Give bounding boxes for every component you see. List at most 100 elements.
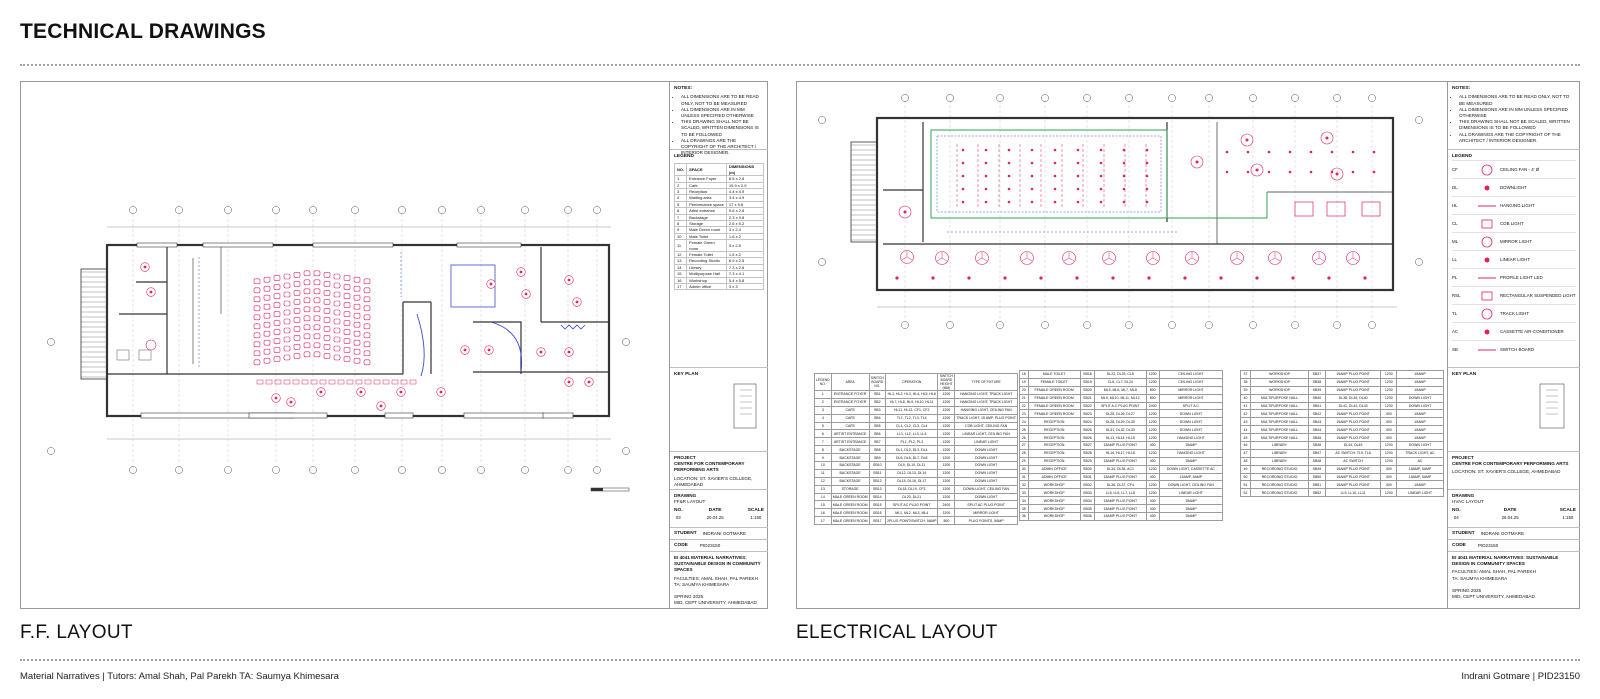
downlight	[961, 200, 965, 204]
table-cell: AC SWITCH, TL5, TL6	[1324, 448, 1382, 458]
table-cell: SB17	[868, 516, 887, 526]
table-cell: 15AMP	[1396, 480, 1444, 490]
table-cell: 11	[814, 468, 832, 478]
table-cell: 52	[1240, 488, 1251, 498]
grid-bubble	[1125, 94, 1133, 102]
wc-fixture	[138, 349, 152, 361]
table-cell: PL1, PL2, PL3	[885, 437, 939, 447]
table-cell: ADMIN OFFICE	[1027, 472, 1081, 482]
auditorium-seat	[293, 299, 301, 305]
scale-bar-fill	[591, 488, 603, 491]
table-cell: SB49	[1308, 464, 1326, 474]
table-cell: 400	[1380, 433, 1398, 443]
auditorium-seat	[363, 341, 371, 348]
table-cell: WORKSHOP	[1249, 377, 1310, 387]
fixture-legend-row: CF CEILING FAN - 4' Ø	[1452, 160, 1576, 178]
downlight	[1145, 148, 1149, 152]
fixture-code: AC	[1452, 329, 1459, 334]
downlight	[1363, 276, 1367, 280]
auditorium-seat	[273, 329, 281, 335]
table-cell: 15AMP PLUG POINT	[1324, 425, 1382, 435]
table-cell: SB46	[1308, 441, 1326, 450]
window	[248, 412, 328, 419]
grid-bubble	[946, 94, 954, 102]
auditorium-seat	[273, 302, 281, 308]
term: SPRING 2025	[1452, 587, 1482, 593]
ceiling-fan	[1346, 251, 1360, 265]
table-cell: LL1, LL2, LL3, LL4	[885, 429, 939, 439]
fixture-code: CF	[1452, 167, 1458, 172]
auditorium-seat	[313, 306, 321, 313]
fixture-label: MIRROR LIGHT	[1500, 239, 1532, 244]
code-value: PID23150	[1477, 543, 1499, 548]
downlight	[1351, 170, 1355, 174]
table-cell: DL18, DL19, CF3	[885, 484, 939, 494]
notes-heading: NOTES:	[674, 86, 693, 91]
drawing-name: FF&R LAYOUT	[674, 499, 706, 505]
auditorium-seat	[323, 299, 331, 305]
downlight	[1309, 170, 1313, 174]
table-cell: FEMALE GREEN ROOM	[1027, 409, 1081, 419]
auditorium-seat	[333, 273, 341, 280]
fan-blade	[936, 252, 948, 262]
table-cell: LL9, LL10, LL11	[1324, 488, 1382, 498]
window	[542, 412, 574, 419]
table-cell: BACKSTAGE	[830, 453, 870, 463]
table-cell: 27	[1019, 441, 1029, 450]
table-cell: WORKSHOP	[1027, 488, 1081, 498]
table-cell: SB44	[1308, 425, 1326, 435]
ceiling-fan	[1020, 251, 1034, 265]
auditorium-seat	[353, 357, 361, 364]
page-title: TECHNICAL DRAWINGS	[20, 20, 266, 43]
table-cell: SB40	[1308, 393, 1326, 403]
downlight	[1003, 276, 1007, 280]
grid-bubble	[224, 466, 232, 474]
grid-bubble	[1368, 321, 1376, 329]
fixture-label: PROFILE LIGHT LED	[1500, 275, 1543, 280]
table-cell: 15AMP, 5AMP	[1158, 472, 1224, 482]
grid-bubble	[309, 466, 317, 474]
table-cell: 1200	[937, 484, 956, 494]
downlight	[1145, 187, 1149, 191]
table-cell: DOWN LIGHT	[1396, 441, 1444, 450]
downlight	[1255, 276, 1259, 280]
legend-cell: 13	[673, 257, 688, 265]
fixture-label: CEILING FAN - 4' Ø	[1500, 167, 1540, 172]
table-cell: 15AMP, 5AMP	[1396, 464, 1444, 474]
table-cell: CAFE	[830, 413, 870, 423]
electrical-floor-plan	[818, 94, 1423, 329]
auditorium-seat	[343, 347, 351, 353]
legend-heading: LEGEND	[674, 154, 694, 159]
grid-bubble	[564, 466, 572, 474]
table-cell: 400	[1380, 417, 1398, 427]
table-cell: 19	[1019, 377, 1029, 387]
table-cell: 12	[814, 476, 832, 486]
auditorium-seat	[283, 327, 291, 334]
auditorium-seat	[303, 351, 311, 358]
furniture-dot	[439, 390, 443, 394]
table-cell: RECORDING STUDIO	[1249, 480, 1310, 490]
fixture-symbol-icon	[1478, 205, 1496, 207]
student-name: INDRANI GOTMARE	[1480, 531, 1525, 536]
table-cell: SB5	[868, 421, 887, 431]
table-cell: DOWN LIGHT	[1396, 393, 1444, 403]
date-label: DATE	[1503, 508, 1517, 514]
auditorium-seat	[273, 293, 281, 299]
auditorium-seat	[333, 300, 341, 307]
table-cell: SPLIT A.C	[1158, 401, 1224, 411]
table-cell: SB37	[1308, 370, 1326, 379]
code-value: PID23150	[699, 543, 721, 548]
table-cell: 1200	[937, 429, 956, 439]
grid-bubble	[1249, 94, 1257, 102]
table-cell: DL12, DL13, DL14	[885, 468, 939, 478]
grid-bubble	[996, 94, 1004, 102]
grid-bubble	[622, 338, 630, 346]
fixture-code: LL	[1452, 257, 1457, 262]
